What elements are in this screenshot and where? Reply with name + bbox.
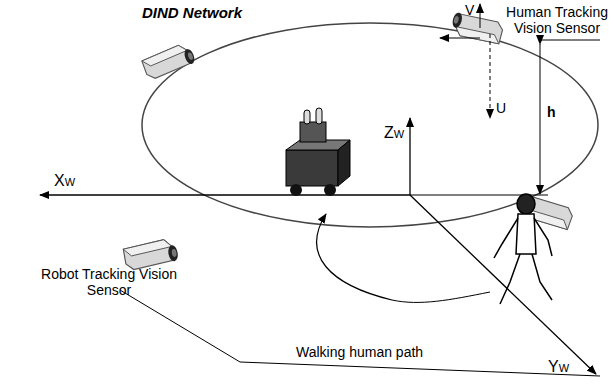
height-label: h [547, 104, 556, 120]
axis-label: YW [548, 358, 569, 376]
axis-label: XW [54, 172, 75, 190]
axis-label: V [465, 2, 474, 18]
sensor-label: Robot Tracking Vision Sensor [34, 266, 184, 298]
network-title: DIND Network [142, 4, 242, 21]
axis-label: ZW [384, 124, 404, 142]
sensor-label: Human Tracking Vision Sensor [505, 4, 609, 36]
robot-figure [286, 108, 350, 196]
path-label: Walking human path [296, 344, 423, 360]
human-figure [494, 194, 552, 304]
axis-label: U [496, 100, 506, 116]
